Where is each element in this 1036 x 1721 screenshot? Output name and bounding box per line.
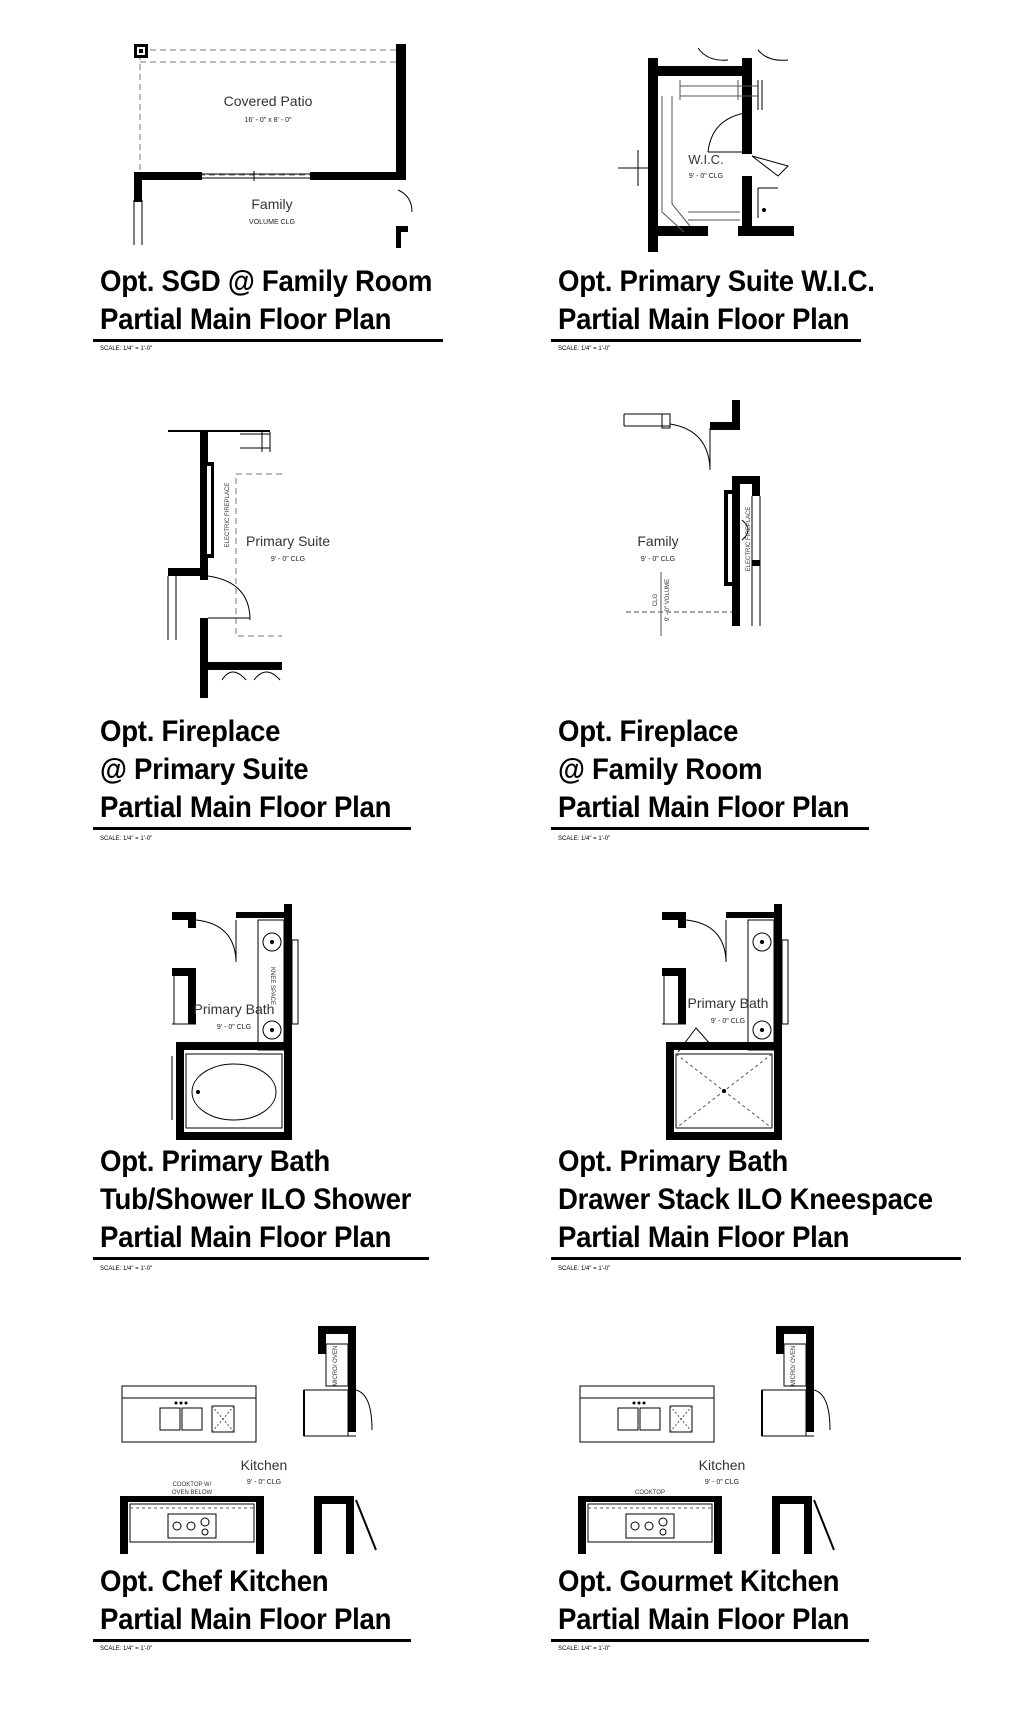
- caption-line: Opt. SGD @ Family Room: [100, 265, 433, 298]
- label-micro-oven: MICRO/ OVEN: [333, 1346, 339, 1386]
- label-covered-patio: Covered Patio: [224, 93, 313, 109]
- caption-line: Partial Main Floor Plan: [100, 303, 392, 336]
- label-bath-clg: 9' - 0" CLG: [711, 1018, 745, 1025]
- label-wic: W.I.C.: [688, 152, 723, 167]
- caption-line: Partial Main Floor Plan: [558, 791, 850, 824]
- floor-plan-fireplace-family: Family 9' - 0" CLG ELECTRIC FIREPLACE CL…: [623, 400, 761, 636]
- floor-plan-chef-kitchen: Kitchen 9' - 0" CLG COOKTOP W/ OVEN BELO…: [120, 1326, 377, 1554]
- caption-underline: [93, 827, 411, 830]
- label-bath-clg: 9' - 0" CLG: [217, 1024, 251, 1031]
- label-knee-space: KNEE SPACE: [269, 967, 275, 1005]
- panel-primary-suite-wic: W.I.C. 9' - 0" CLG Opt. Primary Suite W.…: [458, 0, 958, 360]
- caption-underline: [551, 827, 869, 830]
- caption-sgd: Opt. SGD @ Family Room Partial Main Floo…: [100, 263, 432, 339]
- caption-line: Opt. Primary Bath: [100, 1145, 330, 1178]
- caption-line: Partial Main Floor Plan: [558, 303, 850, 336]
- scale-note: SCALE: 1/4" = 1'-0": [558, 1646, 611, 1652]
- panel-primary-bath-tub: Primary Bath 9' - 0" CLG KNEE SPACE Opt.…: [0, 880, 500, 1280]
- floor-plan-fireplace-suite: Primary Suite 9' - 0" CLG ELECTRIC FIREP…: [167, 430, 330, 698]
- caption-line: Partial Main Floor Plan: [100, 1221, 392, 1254]
- label-patio-dimensions: 16' - 0" x 8' - 0": [245, 117, 292, 124]
- panel-fireplace-primary-suite: Primary Suite 9' - 0" CLG ELECTRIC FIREP…: [0, 400, 500, 850]
- label-primary-bath: Primary Bath: [688, 995, 769, 1011]
- caption-line: @ Family Room: [558, 753, 763, 786]
- label-kitchen: Kitchen: [699, 1457, 746, 1473]
- caption-line: @ Primary Suite: [100, 753, 309, 786]
- caption-line: Opt. Fireplace: [558, 715, 739, 748]
- caption-line: Partial Main Floor Plan: [100, 1603, 392, 1636]
- label-oven-below: OVEN BELOW: [172, 1490, 213, 1496]
- caption-line: Opt. Primary Suite W.I.C.: [558, 265, 875, 298]
- panel-primary-bath-drawer: Primary Bath 9' - 0" CLG Opt. Primary Ba…: [458, 880, 961, 1280]
- label-clg-b: 9' - 0" VOLUME: [665, 579, 671, 621]
- caption-line: Opt. Primary Bath: [558, 1145, 788, 1178]
- caption-line: Partial Main Floor Plan: [558, 1221, 850, 1254]
- floor-plan-bath-tub: Primary Bath 9' - 0" CLG KNEE SPACE: [171, 904, 299, 1140]
- panel-chef-kitchen: Kitchen 9' - 0" CLG COOKTOP W/ OVEN BELO…: [0, 1300, 500, 1721]
- label-primary-suite: Primary Suite: [246, 533, 330, 549]
- label-electric-fireplace: ELECTRIC FIREPLACE: [746, 507, 752, 572]
- label-family: Family: [251, 196, 292, 212]
- scale-note: SCALE: 1/4" = 1'-0": [100, 346, 153, 352]
- scale-note: SCALE: 1/4" = 1'-0": [100, 836, 153, 842]
- floor-plan-bath-drawer: Primary Bath 9' - 0" CLG: [662, 904, 789, 1140]
- scale-note: SCALE: 1/4" = 1'-0": [558, 1266, 611, 1272]
- panel-fireplace-family-room: Family 9' - 0" CLG ELECTRIC FIREPLACE CL…: [458, 400, 958, 850]
- floor-plan-sgd: Covered Patio 16' - 0" x 8' - 0" Family …: [133, 44, 413, 248]
- label-kitchen-clg: 9' - 0" CLG: [247, 1479, 281, 1486]
- caption-gourmet-kitchen: Opt. Gourmet Kitchen Partial Main Floor …: [558, 1563, 849, 1639]
- caption-fireplace-family: Opt. Fireplace @ Family Room Partial Mai…: [558, 713, 849, 827]
- caption-line: Opt. Gourmet Kitchen: [558, 1565, 840, 1598]
- scale-note: SCALE: 1/4" = 1'-0": [558, 836, 611, 842]
- label-suite-clg: 9' - 0" CLG: [271, 556, 305, 563]
- caption-line: Tub/Shower ILO Shower: [100, 1183, 412, 1216]
- caption-line: Opt. Fireplace: [100, 715, 281, 748]
- caption-fireplace-suite: Opt. Fireplace @ Primary Suite Partial M…: [100, 713, 391, 827]
- caption-line: Opt. Chef Kitchen: [100, 1565, 329, 1598]
- caption-underline: [93, 1639, 411, 1642]
- label-family: Family: [637, 533, 678, 549]
- scale-note: SCALE: 1/4" = 1'-0": [100, 1646, 153, 1652]
- floor-plan-gourmet-kitchen: Kitchen 9' - 0" CLG COOKTOP MICRO/ OVEN: [578, 1326, 835, 1554]
- caption-line: Drawer Stack ILO Kneespace: [558, 1183, 933, 1216]
- caption-underline: [551, 1639, 869, 1642]
- caption-line: Partial Main Floor Plan: [558, 1603, 850, 1636]
- panel-gourmet-kitchen: Kitchen 9' - 0" CLG COOKTOP MICRO/ OVEN …: [458, 1300, 958, 1721]
- label-cooktop: COOKTOP W/: [173, 1482, 212, 1488]
- label-cooktop: COOKTOP: [635, 1490, 665, 1496]
- scale-note: SCALE: 1/4" = 1'-0": [558, 346, 611, 352]
- panel-sgd-family-room: Covered Patio 16' - 0" x 8' - 0" Family …: [0, 0, 500, 360]
- label-volume-clg: VOLUME CLG: [249, 219, 295, 226]
- label-kitchen-clg: 9' - 0" CLG: [705, 1479, 739, 1486]
- caption-underline: [551, 339, 861, 342]
- label-micro-oven: MICRO/ OVEN: [791, 1346, 797, 1386]
- label-electric-fireplace: ELECTRIC FIREPLACE: [225, 483, 231, 548]
- caption-underline: [551, 1257, 961, 1260]
- caption-bath-tub: Opt. Primary Bath Tub/Shower ILO Shower …: [100, 1143, 411, 1257]
- label-clg-a: CLG: [653, 594, 659, 607]
- label-family-clg: 9' - 0" CLG: [641, 556, 675, 563]
- scale-note: SCALE: 1/4" = 1'-0": [100, 1266, 153, 1272]
- label-kitchen: Kitchen: [241, 1457, 288, 1473]
- label-wic-clg: 9' - 0" CLG: [689, 173, 723, 180]
- caption-line: Partial Main Floor Plan: [100, 791, 392, 824]
- caption-wic: Opt. Primary Suite W.I.C. Partial Main F…: [558, 263, 875, 339]
- caption-underline: [93, 1257, 429, 1260]
- caption-underline: [93, 339, 443, 342]
- floor-plan-wic: W.I.C. 9' - 0" CLG: [618, 47, 794, 252]
- caption-bath-drawer: Opt. Primary Bath Drawer Stack ILO Knees…: [558, 1143, 933, 1257]
- label-primary-bath: Primary Bath: [194, 1001, 275, 1017]
- caption-chef-kitchen: Opt. Chef Kitchen Partial Main Floor Pla…: [100, 1563, 391, 1639]
